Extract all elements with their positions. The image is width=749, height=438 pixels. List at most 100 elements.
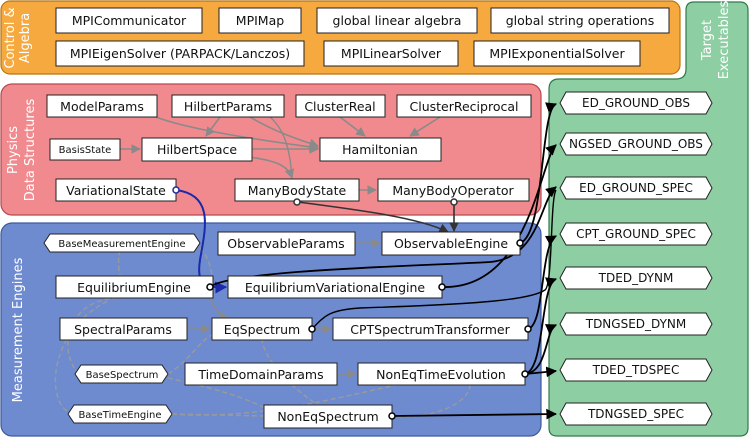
label-mpi-map: MPIMap (236, 13, 284, 28)
dot-observable-engine (516, 239, 524, 247)
target-shape (559, 266, 713, 290)
target-shape (559, 91, 713, 115)
target-label: ED_GROUND_OBS (582, 96, 690, 110)
box-base-time-engine: BaseTimeEngine (67, 404, 173, 424)
control-panel-label-line2: Algebra (18, 13, 33, 63)
label-equilibrium-engine: EquilibriumEngine (77, 280, 191, 295)
label-basis-state: BasisState (59, 145, 112, 156)
box-global-string-operations: global string operations (490, 7, 670, 34)
measurement-panel-label: Measurement Engines (11, 257, 26, 402)
edge-noneqtime-tdngsed-dynm (524, 324, 557, 375)
box-equilibrium-engine: EquilibriumEngine (55, 275, 214, 299)
edge-hilbertparams-manybodystate (269, 116, 293, 179)
edge-modelparams-hamiltonian (155, 116, 319, 152)
target-shape (559, 222, 713, 246)
label-time-domain-params: TimeDomainParams (197, 367, 323, 382)
box-time-domain-params: TimeDomainParams (184, 362, 338, 386)
box-many-body-operator: ManyBodyOperator (377, 178, 530, 202)
box-hilbert-space: HilbertSpace (141, 137, 253, 162)
box-many-body-state: ManyBodyState (234, 178, 360, 202)
box-mpi-communicator: MPICommunicator (55, 7, 203, 34)
target-shape (559, 402, 713, 426)
label-equilibrium-variational-engine: EquilibriumVariationalEngine (245, 280, 426, 295)
target-ed-ground-obs: ED_GROUND_OBS (559, 91, 713, 115)
box-observable-params: ObservableParams (217, 231, 356, 256)
edge-dashed-basetime-up (54, 299, 111, 415)
label-hilbert-space: HilbertSpace (157, 142, 237, 157)
edge-noneqtime-tded-tdspec (524, 366, 558, 378)
label-mpi-exponential-solver: MPIExponentialSolver (489, 46, 625, 61)
target-shape (559, 312, 713, 336)
label-model-params: ModelParams (60, 99, 144, 114)
label-mpi-linear-solver: MPILinearSolver (341, 46, 442, 61)
target-cpt-ground-spec: CPT_GROUND_SPEC (559, 222, 713, 246)
label-variational-state: VariationalState (66, 183, 166, 198)
targets-panel-label-line1: Target (700, 20, 715, 61)
label-base-spectrum: BaseSpectrum (86, 370, 159, 381)
label-non-eq-time-evolution: NonEqTimeEvolution (376, 367, 506, 382)
label-cluster-reciprocal: ClusterReciprocal (410, 99, 519, 114)
target-label: ED_GROUND_SPEC (579, 181, 693, 195)
box-cluster-reciprocal: ClusterReciprocal (396, 94, 532, 118)
box-base-spectrum: BaseSpectrum (74, 364, 169, 384)
label-mpi-communicator: MPICommunicator (72, 13, 187, 28)
label-spectral-params: SpectralParams (74, 322, 172, 337)
edge-eqspectrum-ed-ground-spec-b (311, 189, 557, 330)
box-eq-spectrum: EqSpectrum (211, 317, 313, 341)
box-variational-state: VariationalState (55, 178, 177, 202)
label-non-eq-spectrum: NonEqSpectrum (277, 409, 378, 424)
label-global-string-operations: global string operations (506, 13, 654, 28)
label-eq-spectrum: EqSpectrum (224, 322, 300, 337)
box-mpi-map: MPIMap (218, 7, 302, 34)
box-global-linear-algebra: global linear algebra (316, 7, 478, 34)
target-tded-dynm: TDED_DYNM (559, 266, 713, 290)
dot-cpt-spectrum-transformer (524, 325, 532, 333)
dot-many-body-state (293, 198, 301, 206)
physics-panel-label-line1: Physics (6, 126, 21, 174)
label-cpt-spectrum-transformer: CPTSpectrumTransformer (350, 322, 510, 337)
box-cpt-spectrum-transformer: CPTSpectrumTransformer (332, 317, 529, 341)
target-label: TDED_DYNM (598, 271, 674, 285)
target-tded-tdspec: TDED_TDSPEC (559, 358, 713, 382)
target-shape (559, 132, 713, 156)
edge-noneqtime-tded-dynm (524, 277, 558, 375)
box-mpi-eigen-solver: MPIEigenSolver (PARPACK/Lanczos) (55, 40, 305, 67)
edge-dashed-basespectrum-noneqspectrum (167, 377, 266, 409)
dot-non-eq-time-evolution (521, 370, 529, 378)
dot-variational-state (172, 186, 180, 194)
box-hilbert-params: HilbertParams (171, 94, 285, 118)
target-ed-ground-spec: ED_GROUND_SPEC (559, 176, 713, 200)
label-many-body-operator: ManyBodyOperator (392, 183, 514, 198)
edge-dashed-basetime-noneqspectrum (171, 413, 265, 417)
target-boxes: ED_GROUND_OBS NGSED_GROUND_OBS ED_GROUND_S… (559, 91, 713, 426)
edge-observableengine-ed-ground-obs (519, 102, 558, 244)
target-label: TDED_TDSPEC (592, 363, 680, 377)
edge-dashed-basetime-noneqtime (171, 383, 401, 416)
target-label: TDNGSED_SPEC (587, 407, 684, 421)
connector-dots (172, 186, 532, 420)
label-base-measurement-engine: BaseMeasurementEngine (58, 239, 185, 250)
edge-variationalengine-ngsed-ground-obs (441, 144, 557, 288)
physics-panel-label-line2: Data Structures (23, 99, 38, 202)
target-label: CPT_GROUND_SPEC (576, 227, 696, 241)
label-hamiltonian: Hamiltonian (342, 142, 418, 157)
target-ngsed-ground-obs: NGSED_GROUND_OBS (559, 132, 713, 156)
edge-dashed-loop-basespectrum (67, 297, 119, 375)
control-boxes: MPICommunicator MPIMap global linear alg… (55, 7, 670, 67)
box-cluster-real: ClusterReal (295, 94, 386, 118)
dot-variational-engine (438, 283, 446, 291)
box-hamiltonian: Hamiltonian (319, 137, 442, 162)
label-many-body-state: ManyBodyState (248, 183, 347, 198)
box-mpi-exponential-solver: MPIExponentialSolver (473, 40, 641, 67)
label-global-linear-algebra: global linear algebra (333, 13, 462, 28)
box-equilibrium-variational-engine: EquilibriumVariationalEngine (227, 275, 443, 299)
target-shape (559, 176, 713, 200)
edge-manybodystate-observableengine (297, 201, 449, 233)
dot-non-eq-spectrum (388, 412, 396, 420)
edge-dashed-basespectrum-eqspectrum (167, 334, 213, 375)
box-mpi-linear-solver: MPILinearSolver (323, 40, 459, 67)
label-observable-engine: ObservableEngine (394, 236, 508, 251)
label-cluster-real: ClusterReal (304, 99, 375, 114)
box-model-params: ModelParams (46, 94, 158, 118)
